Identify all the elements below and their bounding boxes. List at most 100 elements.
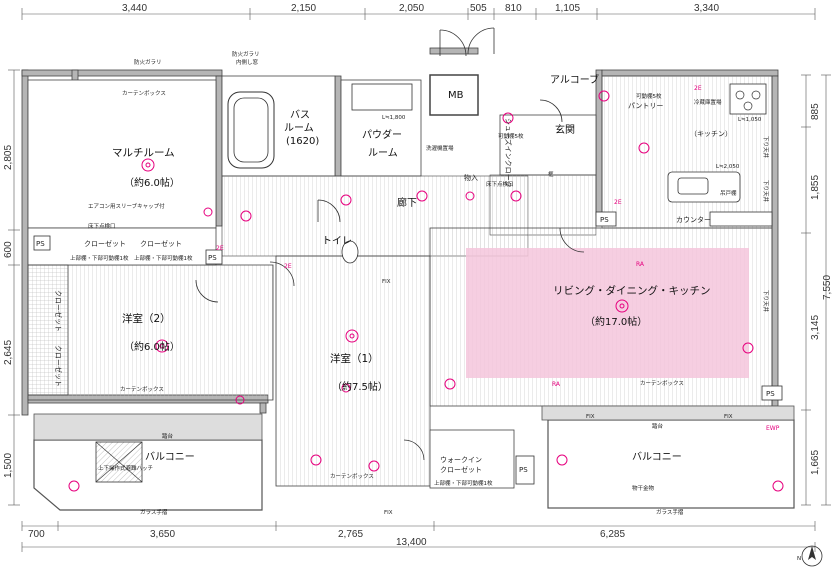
fix-4-label: FIX bbox=[724, 414, 733, 420]
balcony-left-edge bbox=[33, 413, 263, 441]
compass-north-icon: N bbox=[797, 545, 823, 567]
dim-right-4: 1,665 bbox=[810, 450, 821, 475]
dim-top-4: 505 bbox=[470, 3, 487, 14]
svg-text:RA: RA bbox=[552, 381, 561, 388]
kitchen-label: （キッチン） bbox=[690, 130, 732, 138]
dim-left-3: 2,645 bbox=[3, 340, 14, 365]
svg-text:2E: 2E bbox=[216, 245, 224, 252]
door-arcs bbox=[195, 27, 585, 461]
multi-room-label: マルチルーム bbox=[112, 147, 175, 159]
dim-right-2: 1,855 bbox=[810, 175, 821, 200]
svg-text:PS: PS bbox=[600, 216, 609, 224]
bath-room-label-1: バス bbox=[290, 109, 310, 121]
svg-text:EWP: EWP bbox=[766, 425, 780, 432]
svg-text:PS: PS bbox=[519, 466, 528, 474]
closet-b-label: クローゼット bbox=[140, 239, 182, 248]
dim-bottom-1: 700 bbox=[28, 529, 45, 540]
aircon-sleeve-label: エアコン用スリーブキャップ付 bbox=[88, 202, 165, 210]
sub-entry-label: 框 bbox=[548, 170, 554, 178]
powder-room-label-1: パウダー bbox=[362, 128, 402, 141]
top-dimensions bbox=[21, 8, 816, 20]
movable-shelf-label: 可動棚5枚 bbox=[636, 92, 662, 100]
skylight-gallery-label: 防火ガラリ bbox=[134, 58, 162, 66]
svg-text:2E: 2E bbox=[694, 85, 702, 92]
closet-strip bbox=[27, 227, 217, 266]
left-dimensions bbox=[8, 69, 20, 506]
dim-top-3: 2,050 bbox=[399, 3, 424, 14]
planter-label: 物干金物 bbox=[632, 484, 655, 492]
toilet-bowl-icon bbox=[341, 240, 359, 264]
multi-room-size: （約6.0帖） bbox=[124, 176, 180, 189]
lower-stock-label: 床下点検口 bbox=[486, 180, 514, 188]
floor-storage-label: 床下点検口 bbox=[88, 222, 116, 230]
magenta-tags: RA RA EWP 2E 2E 2E 2E bbox=[216, 85, 780, 432]
bath-room-label-2: ルーム bbox=[284, 122, 314, 134]
electrical-symbols bbox=[68, 90, 784, 492]
dim-bottom-2: 3,650 bbox=[150, 529, 175, 540]
curtain-box-3-label: カーテンボックス bbox=[330, 472, 374, 480]
dim-top-6: 1,105 bbox=[555, 3, 580, 14]
closet-a-label: クローゼット bbox=[84, 239, 126, 248]
lh-2050-label: L≒2,050 bbox=[716, 164, 740, 170]
bottom-dimensions bbox=[21, 521, 816, 552]
upper-shelf-2-label: 上部棚・下部可動棚1枚 bbox=[134, 254, 193, 262]
ps-boxes: PS PS PS PS PS bbox=[33, 211, 783, 485]
western-room-1-area bbox=[275, 255, 431, 487]
powder-room-label-2: ルーム bbox=[368, 147, 398, 159]
walk-in-closet-area bbox=[429, 429, 515, 489]
svg-text:PS: PS bbox=[36, 240, 45, 248]
pantry-label: パントリー bbox=[628, 102, 663, 110]
shoes-shelf-label: 可動棚5枚 bbox=[498, 132, 524, 140]
western-room-2-area bbox=[27, 264, 274, 401]
dim-left-1: 2,805 bbox=[3, 145, 14, 170]
balcony-right-label: バルコニー bbox=[632, 451, 682, 463]
entrance-label: 玄関 bbox=[555, 123, 575, 136]
ldk-highlight bbox=[466, 248, 749, 378]
closet-d-label: クローゼット bbox=[54, 345, 63, 387]
glass-rail-2-label: ガラス手摺 bbox=[656, 508, 684, 516]
svg-text:2E: 2E bbox=[284, 263, 292, 270]
upper-shelf-3-label: 上部棚・下部可動棚1枚 bbox=[434, 479, 493, 487]
right-dimensions bbox=[801, 74, 831, 506]
svg-text:RA: RA bbox=[636, 261, 645, 268]
dim-top-2: 2,150 bbox=[291, 3, 316, 14]
western-room-1-label: 洋室（1） bbox=[330, 352, 379, 365]
entrance-area bbox=[499, 114, 597, 176]
dim-bottom-4: 6,285 bbox=[600, 529, 625, 540]
balcony-right-edge bbox=[541, 405, 795, 421]
glass-rail-label: ガラス手摺 bbox=[140, 508, 168, 516]
dim-bottom-3: 2,765 bbox=[338, 529, 363, 540]
down-ceiling-2-label: 下り天井 bbox=[762, 290, 770, 313]
balcony-left-label: バルコニー bbox=[145, 451, 195, 463]
kitchen-counter-icon bbox=[667, 171, 741, 203]
western-room-2-size: （約6.0帖） bbox=[124, 340, 180, 353]
stove-icon bbox=[729, 83, 767, 115]
fridge-place-label: 冷蔵庫置場 bbox=[694, 98, 722, 106]
svg-text:PS: PS bbox=[766, 390, 775, 398]
lh-1050-label: L≒1,050 bbox=[738, 117, 762, 123]
dim-top-5: 810 bbox=[505, 3, 522, 14]
curtain-box-2-label: カーテンボックス bbox=[120, 385, 164, 393]
side-closet bbox=[27, 264, 69, 396]
curtain-box-4-label: カーテンボックス bbox=[640, 379, 684, 387]
counter-label: カウンター bbox=[676, 215, 711, 224]
dim-top-7: 3,340 bbox=[694, 3, 719, 14]
inner-window-label: 内側し窓 bbox=[236, 58, 259, 66]
wash-machine-label: 洗濯機置場 bbox=[426, 144, 454, 152]
dim-top-1: 3,440 bbox=[122, 3, 147, 14]
bridge-2-label: 踏台 bbox=[652, 422, 664, 430]
dim-left-2: 600 bbox=[3, 241, 14, 258]
alcove-label: アルコーブ bbox=[550, 73, 599, 86]
multi-room-area bbox=[27, 79, 217, 229]
dim-right-3: 3,145 bbox=[810, 315, 821, 340]
fix-3-label: FIX bbox=[586, 414, 595, 420]
svg-text:N: N bbox=[797, 556, 801, 562]
ldk-label: リビング・ダイニング・キッチン bbox=[553, 284, 711, 297]
toilet-label: トイレ bbox=[322, 236, 352, 247]
corridor-label: 廊下 bbox=[397, 196, 417, 209]
fix-label: FIX bbox=[384, 510, 393, 516]
storage-label: 物入 bbox=[464, 173, 478, 182]
dim-right-1: 885 bbox=[810, 103, 821, 120]
curtain-box-label: カーテンボックス bbox=[122, 89, 166, 97]
